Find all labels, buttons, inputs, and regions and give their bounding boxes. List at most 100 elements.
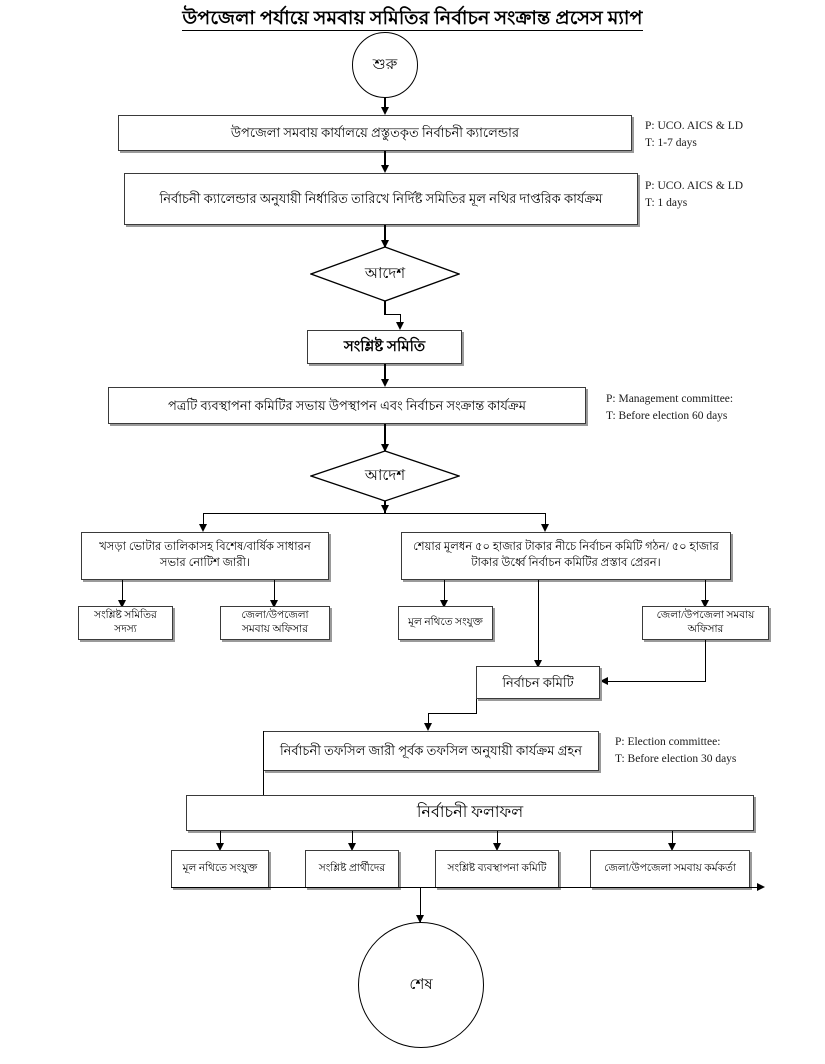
node-step4[interactable]: পত্রটি ব্যবস্থাপনা কমিটির সভায় উপস্থাপন… — [108, 387, 586, 424]
annotation-note3: P: Management committee: T: Before elect… — [606, 391, 733, 426]
connector-branch-left-drop — [203, 513, 205, 528]
node-recip3[interactable]: মূল নথিতে সংযুক্ত — [398, 606, 493, 640]
arrowhead-recip2 — [270, 600, 279, 608]
arrowhead-recip1 — [118, 600, 127, 608]
arrowhead-branch-left — [199, 524, 208, 532]
annotation-note1: P: UCO. AICS & LD T: 1-7 days — [645, 118, 743, 153]
node-decision1[interactable]: আদেশ — [310, 246, 460, 302]
connector-recip4-b — [608, 681, 706, 683]
arrowhead-out2 — [348, 843, 357, 851]
node-step5-label: নির্বাচনী তফসিল জারী পূর্বক তফসিল অনুযায… — [279, 743, 583, 759]
node-election-committee[interactable]: নির্বাচন কমিটি — [476, 666, 600, 699]
node-decision1-label: আদেশ — [364, 265, 406, 282]
connector-step1-step2 — [384, 151, 386, 169]
connector-step5-result — [263, 731, 265, 795]
arrowhead-step2 — [380, 165, 389, 173]
arrowhead-decision2 — [380, 444, 389, 452]
connector-bl-recip2 — [274, 580, 276, 604]
node-recip2[interactable]: জেলা/উপজেলা সমবায় অফিসার — [220, 606, 330, 640]
node-step1[interactable]: উপজেলা সমবায় কার্যালয়ে প্রস্তুতকৃত নির… — [118, 115, 632, 151]
node-step3-label: সংশ্লিষ্ট সমিতি — [343, 338, 426, 355]
arrowhead-end — [416, 915, 425, 923]
node-out2-label: সংশ্লিষ্ট প্রার্থীদের — [318, 862, 386, 874]
arrowhead-decision1 — [380, 240, 389, 248]
annotation-note2: P: UCO. AICS & LD T: 1 days — [645, 178, 743, 213]
page-title-text: উপজেলা পর্যায়ে সমবায় সমিতির নির্বাচন স… — [182, 8, 643, 31]
node-end[interactable]: শেষ — [358, 922, 484, 1048]
node-out4[interactable]: জেলা/উপজেলা সমবায় কর্মকর্তা — [590, 850, 750, 888]
arrowhead-out3 — [493, 843, 502, 851]
connector-ec-b — [428, 713, 477, 715]
node-end-label: শেষ — [409, 976, 433, 993]
connector-start-step1 — [384, 98, 386, 111]
connector-result-out1 — [220, 831, 222, 848]
connector-step3-step4 — [384, 364, 386, 385]
annotation-note3-person: P: Management committee: — [606, 393, 734, 405]
annotation-note4-person: P: Election committee: — [615, 736, 721, 748]
node-election-committee-label: নির্বাচন কমিটি — [502, 674, 574, 690]
node-out1[interactable]: মূল নথিতে সংযুক্ত — [171, 850, 269, 888]
node-step5[interactable]: নির্বাচনী তফসিল জারী পূর্বক তফসিল অনুযায… — [263, 731, 599, 771]
node-recip4-label: জেলা/উপজেলা সমবায় অফিসার — [656, 609, 755, 635]
node-step2-label: নির্বাচনী ক্যালেন্ডার অনুযায়ী নির্ধারিত… — [159, 191, 603, 207]
node-recip1[interactable]: সংশ্লিষ্ট সমিতির সদস্য — [78, 606, 173, 640]
annotation-note3-time: T: Before election 60 days — [606, 410, 728, 423]
node-branch-left-label: খসড়া ভোটার তালিকাসহ বিশেষ/বার্ষিক সাধার… — [99, 541, 311, 569]
connector-br-committee — [538, 580, 540, 666]
node-result-label: নির্বাচনী ফলাফল — [416, 803, 524, 821]
arrowhead-committee-right — [600, 677, 608, 685]
arrowhead-step5 — [424, 723, 433, 731]
annotation-note2-time: T: 1 days — [645, 197, 688, 210]
node-branch-right[interactable]: শেয়ার মূলধন ৫০ হাজার টাকার নীচে নির্বাচ… — [401, 532, 731, 580]
connector-result-out3 — [497, 831, 499, 848]
node-recip2-label: জেলা/উপজেলা সমবায় অফিসার — [241, 609, 309, 635]
connector-ec-a — [476, 699, 478, 714]
arrowhead-branch-right — [541, 524, 550, 532]
connector-branch-bus — [203, 513, 546, 515]
arrowhead-step4 — [380, 379, 389, 387]
arrowhead-recip3 — [440, 600, 449, 608]
connector-result-out2 — [352, 831, 354, 848]
node-start[interactable]: শুরু — [352, 32, 418, 98]
connector-ec-c — [428, 713, 430, 727]
annotation-note4-time: T: Before election 30 days — [615, 753, 737, 766]
arrowhead-decision2-stem — [380, 505, 389, 513]
connector-output-bus — [171, 887, 761, 889]
connector-br-recip4 — [705, 580, 707, 604]
node-decision2[interactable]: আদেশ — [310, 450, 460, 502]
node-step3[interactable]: সংশ্লিষ্ট সমিতি — [307, 330, 462, 364]
connector-recip4-a — [705, 640, 707, 682]
connector-branch-right-drop — [545, 513, 547, 528]
node-recip1-label: সংশ্লিষ্ট সমিতির সদস্য — [94, 609, 157, 635]
node-recip4[interactable]: জেলা/উপজেলা সমবায় অফিসার — [642, 606, 769, 640]
node-decision2-label: আদেশ — [364, 467, 406, 484]
connector-step2-decision1 — [384, 225, 386, 247]
connector-decision1-c — [400, 314, 402, 326]
arrowhead-committee-top — [534, 660, 543, 668]
connector-decision1-b — [384, 314, 401, 316]
node-result[interactable]: নির্বাচনী ফলাফল — [186, 795, 754, 831]
connector-bl-recip1 — [122, 580, 124, 604]
node-out2[interactable]: সংশ্লিষ্ট প্রার্থীদের — [305, 850, 399, 888]
node-start-label: শুরু — [372, 56, 398, 73]
annotation-note4: P: Election committee: T: Before electio… — [615, 734, 736, 769]
arrowhead-step3 — [396, 322, 405, 330]
arrowhead-recip4 — [701, 600, 710, 608]
arrowhead-out4 — [668, 843, 677, 851]
node-branch-right-label: শেয়ার মূলধন ৫০ হাজার টাকার নীচে নির্বাচ… — [413, 541, 719, 569]
arrowhead-output-bus — [757, 883, 765, 891]
node-step1-label: উপজেলা সমবায় কার্যালয়ে প্রস্তুতকৃত নির… — [230, 125, 520, 141]
node-out3[interactable]: সংশ্লিষ্ট ব্যবস্থাপনা কমিটি — [435, 850, 559, 888]
node-out1-label: মূল নথিতে সংযুক্ত — [182, 862, 258, 874]
node-step2[interactable]: নির্বাচনী ক্যালেন্ডার অনুযায়ী নির্ধারিত… — [124, 173, 638, 225]
connector-br-recip3 — [444, 580, 446, 604]
node-out3-label: সংশ্লিষ্ট ব্যবস্থাপনা কমিটি — [447, 862, 547, 874]
arrowhead-step1 — [380, 107, 389, 115]
annotation-note2-person: P: UCO. AICS & LD — [645, 180, 744, 192]
arrowhead-out1 — [216, 843, 225, 851]
node-branch-left[interactable]: খসড়া ভোটার তালিকাসহ বিশেষ/বার্ষিক সাধার… — [81, 532, 329, 580]
annotation-note1-time: T: 1-7 days — [645, 137, 697, 150]
page-title: উপজেলা পর্যায়ে সমবায় সমিতির নির্বাচন স… — [0, 4, 825, 36]
connector-decision1-a — [384, 301, 386, 315]
node-recip3-label: মূল নথিতে সংযুক্ত — [408, 616, 483, 628]
